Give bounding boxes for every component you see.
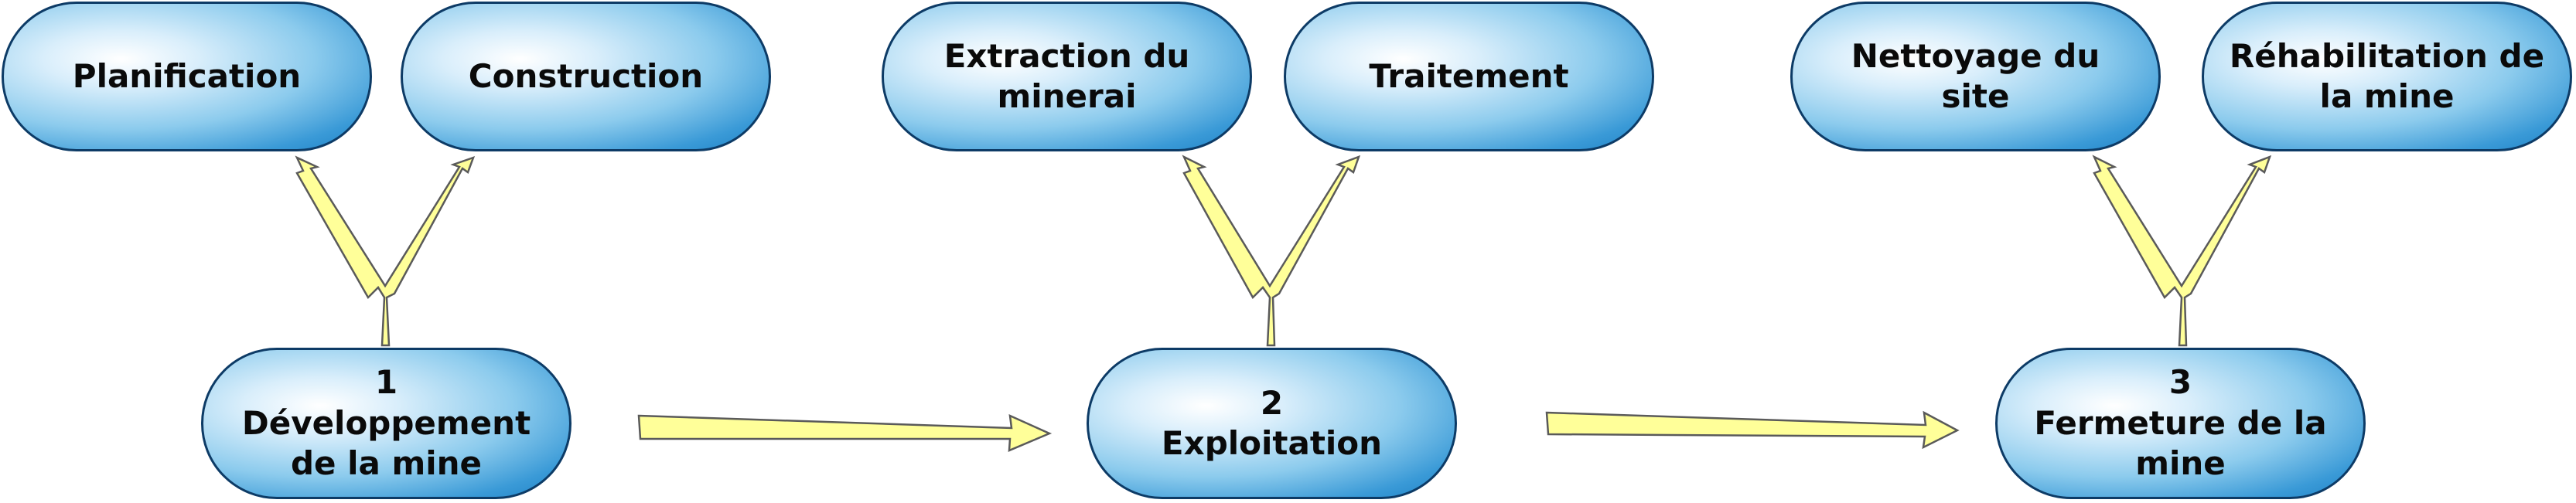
- activity-traitement-label: Traitement: [1369, 56, 1569, 95]
- activity-planification-label: Planification: [72, 56, 302, 95]
- flow-arrow-1-to-2: [637, 413, 1053, 452]
- activity-construction-label: Construction: [468, 56, 704, 95]
- stage-3-label: Fermeture de la mine: [2034, 403, 2327, 483]
- flow-arrow-2-to-3: [1545, 410, 1960, 450]
- stage-1-number: 1: [374, 363, 398, 402]
- activity-planification: Planification: [2, 2, 372, 151]
- branch-arrow-stage1: [295, 155, 476, 347]
- stage-2-label: Exploitation: [1161, 424, 1383, 462]
- stage-2-exploitation: 2 Exploitation: [1087, 348, 1457, 499]
- stage-1-development: 1 Développement de la mine: [201, 348, 571, 499]
- activity-extraction: Extraction du minerai: [882, 2, 1252, 151]
- activity-extraction-label: Extraction du minerai: [943, 36, 1190, 116]
- activity-traitement: Traitement: [1284, 2, 1654, 151]
- activity-rehabilitation-label: Réhabilitation de la mine: [2229, 36, 2545, 116]
- activity-rehabilitation: Réhabilitation de la mine: [2202, 2, 2572, 151]
- branch-arrow-stage3: [2092, 155, 2272, 347]
- stage-3-closure: 3 Fermeture de la mine: [1995, 348, 2366, 499]
- activity-construction: Construction: [401, 2, 771, 151]
- activity-nettoyage-label: Nettoyage du site: [1851, 36, 2100, 116]
- branch-arrow-stage2: [1182, 155, 1361, 347]
- stage-2-number: 2: [1260, 383, 1284, 422]
- activity-nettoyage: Nettoyage du site: [1790, 2, 2161, 151]
- stage-3-number: 3: [2168, 363, 2192, 402]
- stage-1-label: Développement de la mine: [241, 403, 531, 483]
